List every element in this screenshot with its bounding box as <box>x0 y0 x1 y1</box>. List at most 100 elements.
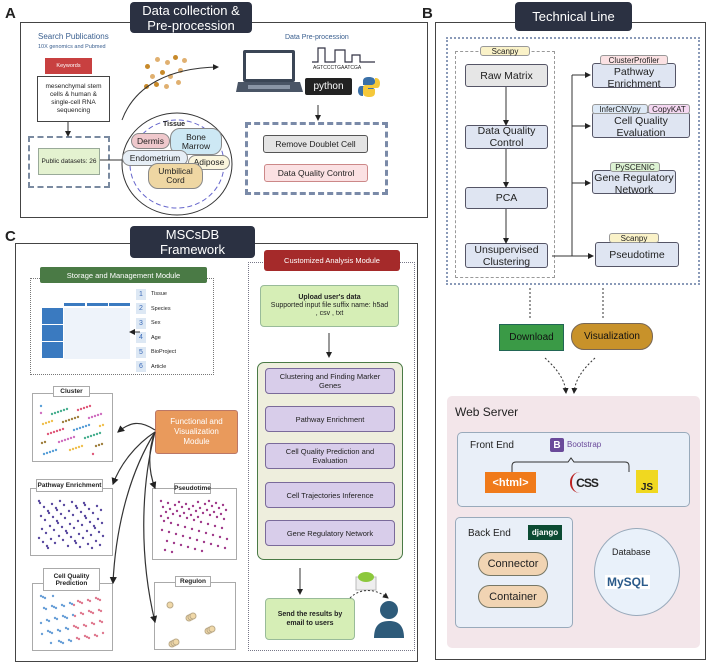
custom-title: Customized Analysis Module <box>264 250 400 271</box>
field-label: Age <box>151 334 161 341</box>
analysis-step: Cell Trajectories Inference <box>265 482 395 508</box>
html-logo-icon: <html> <box>485 472 536 493</box>
database-circle <box>594 528 680 616</box>
field-label: Species <box>151 305 171 312</box>
viz-panel <box>32 393 113 462</box>
copykat-tag: CopyKAT <box>648 104 690 114</box>
user-icon <box>374 601 404 638</box>
download-button[interactable]: Download <box>499 324 564 351</box>
thumbnail-plot-icon <box>39 404 105 456</box>
python-logo-icon <box>358 77 380 97</box>
css-logo-icon: CSS <box>570 472 602 493</box>
connector-item: Connector <box>478 552 548 576</box>
field-label: Tissue <box>151 291 167 298</box>
field-item: 2 Species <box>136 302 186 317</box>
field-label: Article <box>151 363 167 370</box>
laptop-icon <box>236 50 303 92</box>
scanpy-tag: Scanpy <box>480 46 530 56</box>
field-number: 2 <box>136 303 146 315</box>
email-icon <box>355 572 377 591</box>
visualization-button[interactable]: Visualization <box>571 323 653 350</box>
panel-b-title: Technical Line <box>515 2 632 31</box>
panel-label-a: A <box>5 5 16 22</box>
analysis-step: Pathway Enrichment <box>265 406 395 432</box>
viz-panel <box>32 583 113 651</box>
preprocess-dashed-box <box>245 122 388 195</box>
python-label: python <box>305 78 352 95</box>
front-end-title: Front End <box>470 440 514 451</box>
field-item: 5 BioProject <box>136 345 186 360</box>
thumbnail-plot-icon <box>37 499 105 550</box>
analysis-step: Clustering and Finding Marker Genes <box>265 368 395 394</box>
viz-panel-title: Regulon <box>175 576 211 587</box>
thumbnail-plot-icon <box>39 594 105 645</box>
storage-table-icon <box>42 303 130 359</box>
upload-formats: Supported input file suffix name: h5ad ,… <box>270 302 389 317</box>
panel-a-title: Data collection & Pre-procession <box>130 2 252 33</box>
analysis-step: Cell Quality Prediction and Evaluation <box>265 443 395 469</box>
field-number: 6 <box>136 361 146 373</box>
field-number: 1 <box>136 288 146 300</box>
field-label: BioProject <box>151 349 177 356</box>
django-logo-icon: django <box>528 525 562 540</box>
field-item: 6 Article <box>136 360 186 375</box>
thumbnail-plot-icon <box>159 499 229 554</box>
analysis-step: Gene Regulatory Network <box>265 520 395 546</box>
sequence-text: AGTCCCTGAATCGA <box>313 65 362 71</box>
keywords-label: Keywords <box>45 58 92 74</box>
thumbnail-plot-icon <box>166 601 216 648</box>
tissue-umbilical-cord: Umbilical Cord <box>148 163 203 189</box>
analysis-gene-regulatory-network: Gene Regulatory Network <box>592 170 676 196</box>
viz-panel-title: Cluster <box>53 386 90 397</box>
bootstrap-label: Bootstrap <box>567 440 602 449</box>
analysis-cell-quality: Cell Quality Evaluation <box>592 112 690 139</box>
pipeline-data-quality-control: Data Quality Control <box>465 125 548 149</box>
search-subtitle: 10X genomics and Pubmed <box>38 44 106 50</box>
scanpy-tag-pseudotime: Scanpy <box>609 233 659 243</box>
field-item: 4 Age <box>136 331 186 346</box>
tissue-title: Tissue <box>163 121 186 128</box>
container-item: Container <box>478 585 548 608</box>
field-number: 5 <box>136 346 146 358</box>
step-remove-doublet: Remove Doublet Cell <box>263 135 368 153</box>
clusterprofiler-tag: ClusterProfiler <box>600 55 668 65</box>
analysis-pseudotime: Pseudotime <box>595 242 679 267</box>
database-title: Database <box>612 547 651 557</box>
viz-panel-title: Pseudotime <box>174 483 211 494</box>
public-datasets: Public datasets: 26 <box>38 148 100 175</box>
panel-c-title: MSCsDB Framework <box>130 226 255 258</box>
panel-label-c: C <box>5 228 16 245</box>
keywords-text: mesenchymal stem cells & human & single-… <box>37 76 110 122</box>
upload-box[interactable]: Upload user's data Supported input file … <box>260 285 399 327</box>
infercnvpy-tag: InferCNVpy <box>592 104 648 114</box>
cells-dots-icon <box>140 52 190 94</box>
viz-panel <box>154 582 236 650</box>
technical-dotted-box <box>446 37 700 285</box>
field-item: 1 Tissue <box>136 287 186 302</box>
field-number: 4 <box>136 332 146 344</box>
js-logo-icon: JS <box>636 470 658 493</box>
search-title: Search Publications <box>38 32 109 41</box>
analysis-pathway-enrichment: Pathway Enrichment <box>592 63 676 90</box>
mysql-logo-icon: MySQL <box>605 575 651 589</box>
back-end-title: Back End <box>468 528 511 539</box>
panel-label-b: B <box>422 5 433 22</box>
send-results-box: Send the results by email to users <box>265 598 355 640</box>
web-server-title: Web Server <box>455 405 519 419</box>
tissue-dermis: Dermis <box>131 133 170 149</box>
preprocess-title: Data Pre-procession <box>285 34 349 41</box>
step-data-quality-control: Data Quality Control <box>264 164 368 182</box>
pipeline-raw-matrix: Raw Matrix <box>465 64 548 87</box>
viz-panel <box>30 488 113 556</box>
pyscenic-tag: PySCENIC <box>610 162 660 172</box>
viz-panel-title: Cell Quality Prediction <box>43 568 100 591</box>
pipeline-pca: PCA <box>465 187 548 209</box>
functional-module: Functional and Visualization Module <box>155 410 238 454</box>
storage-title: Storage and Management Module <box>40 267 207 283</box>
pipeline-unsupervised-clustering: Unsupervised Clustering <box>465 243 548 268</box>
field-number: 3 <box>136 317 146 329</box>
upload-title: Upload user's data <box>298 294 361 301</box>
datasets-dashed-box <box>28 136 110 188</box>
